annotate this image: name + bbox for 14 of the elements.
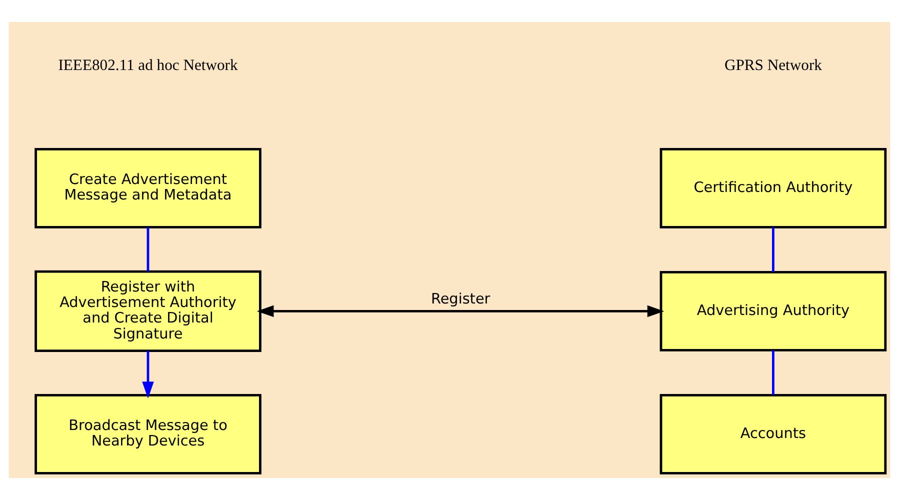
connector [772,350,774,394]
node-box: Certification Authority [660,148,887,228]
edge-label: Register [430,291,490,308]
node-box: Broadcast Message to Nearby Devices [34,394,262,474]
node-box: Register with Advertisement Authority and Create Digital Signature [34,270,262,352]
node-box: Advertising Authority [660,270,887,351]
label: IEEE802.11 ad hoc Network [58,56,238,74]
connector [772,226,774,272]
label: GPRS Network [724,56,822,74]
arrow [256,304,664,317]
node-box: Create Advertisement Message and Metadata [34,148,262,228]
connector [146,226,150,271]
arrow [142,350,154,398]
node-box: Accounts [660,394,887,474]
